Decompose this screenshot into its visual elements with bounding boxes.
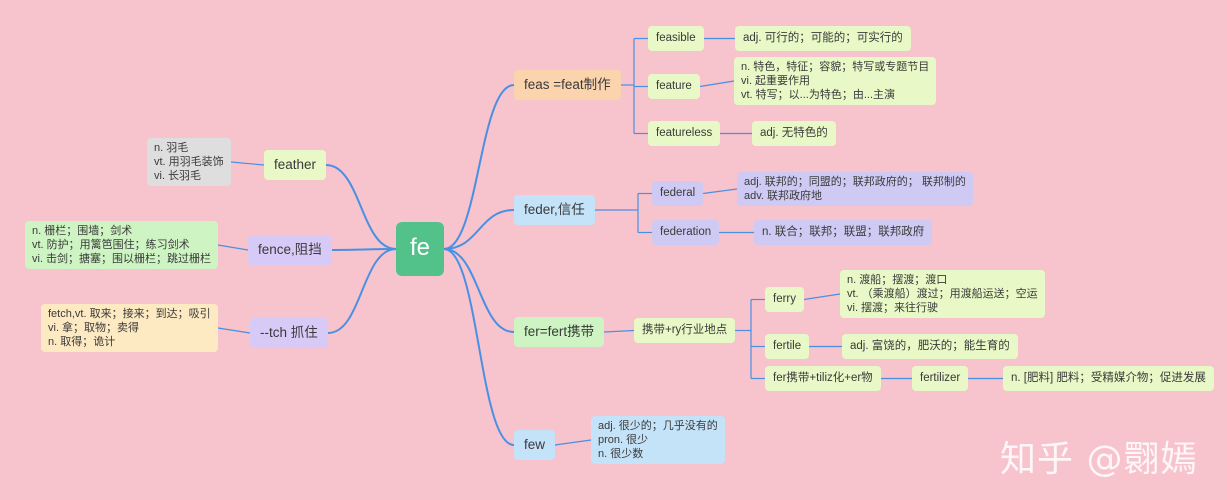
note-line: n. 取得；诡计 xyxy=(48,336,116,348)
note-featureless: adj. 无特色的 xyxy=(752,121,836,146)
connector-few xyxy=(443,248,515,446)
node-fertile[interactable]: fertile xyxy=(765,334,810,359)
note-line: n. 栅栏；围墙；剑术 xyxy=(32,225,133,237)
node-ry-place[interactable]: 携带+ry行业地点 xyxy=(634,318,736,343)
note-federal: adj. 联邦的；同盟的；联邦政府的； 联邦制的 adv. 联邦政府地 xyxy=(737,172,973,206)
connector-feature-note xyxy=(699,80,735,88)
note-line: vt. 特写；以...为特色；由...主演 xyxy=(741,89,896,101)
connector-ferry-note xyxy=(803,293,841,301)
center-node[interactable]: fe xyxy=(396,222,444,276)
note-line: fetch,vt. 取来；接来；到达；吸引 xyxy=(48,308,211,320)
note-fertilizer: n. [肥料] 肥料；受精媒介物；促进发展 xyxy=(1003,366,1214,391)
node-fertilizer[interactable]: fertilizer xyxy=(912,366,969,391)
node-ferry[interactable]: ferry xyxy=(765,287,804,312)
note-line: n. [肥料] 肥料；受精媒介物；促进发展 xyxy=(1011,372,1206,384)
note-tch: fetch,vt. 取来；接来；到达；吸引 vi. 拿；取物；卖得 n. 取得；… xyxy=(41,304,218,352)
connector-fer xyxy=(443,248,515,333)
note-fence: n. 栅栏；围墙；剑术 vt. 防护；用篱笆围住；练习剑术 vi. 击剑；搪塞；… xyxy=(25,221,219,269)
connector-fence-note xyxy=(217,244,249,251)
branch-fence[interactable]: fence,阻挡 xyxy=(248,235,332,265)
note-line: n. 联合；联邦；联盟；联邦政府 xyxy=(762,226,925,238)
note-line: pron. 很少 xyxy=(598,434,649,446)
note-ferry: n. 渡船；摆渡；渡口 vt. （乘渡船）渡过；用渡船运送；空运 vi. 摆渡；… xyxy=(840,270,1045,318)
note-line: adj. 联邦的；同盟的；联邦政府的； 联邦制的 xyxy=(744,176,966,188)
connector-fer-mid xyxy=(603,329,635,333)
node-fertiliz-compose[interactable]: fer携带+tiliz化+er物 xyxy=(765,366,881,391)
connector-few-note xyxy=(554,439,592,446)
note-line: vi. 摆渡；来往行驶 xyxy=(847,302,939,314)
node-feature[interactable]: feature xyxy=(648,74,700,99)
note-line: n. 特色，特征；容貌；特写或专题节目 xyxy=(741,61,930,73)
connector-fence xyxy=(331,248,397,251)
branch-feather[interactable]: feather xyxy=(264,150,327,180)
branch-few[interactable]: few xyxy=(514,430,556,460)
connector-tch xyxy=(327,248,397,334)
node-federation[interactable]: federation xyxy=(652,220,720,245)
note-line: n. 渡船；摆渡；渡口 xyxy=(847,274,948,286)
connector-feas xyxy=(443,84,515,250)
branch-fer[interactable]: fer=fert携带 xyxy=(514,317,605,347)
branch-feas[interactable]: feas =feat制作 xyxy=(514,70,621,100)
note-feasible: adj. 可行的；可能的；可实行的 xyxy=(735,26,911,51)
watermark: 知乎 @翾嫣 xyxy=(1000,439,1198,480)
note-line: adv. 联邦政府地 xyxy=(744,190,823,202)
connector-feder xyxy=(443,209,515,250)
note-line: vi. 长羽毛 xyxy=(154,170,202,182)
note-line: vi. 击剑；搪塞；围以栅栏；跳过栅栏 xyxy=(32,253,212,265)
note-line: n. 羽毛 xyxy=(154,142,189,154)
node-federal[interactable]: federal xyxy=(652,181,704,206)
node-featureless[interactable]: featureless xyxy=(648,121,721,146)
note-few: adj. 很少的；几乎没有的 pron. 很少 n. 很少数 xyxy=(591,416,725,464)
note-line: vi. 拿；取物；卖得 xyxy=(48,322,140,334)
connector-feather-note xyxy=(230,161,265,166)
node-feasible[interactable]: feasible xyxy=(648,26,704,51)
note-line: vt. 防护；用篱笆围住；练习剑术 xyxy=(32,239,190,251)
note-line: vt. 用羽毛装饰 xyxy=(154,156,224,168)
connector-federal-note xyxy=(702,188,738,195)
note-line: adj. 可行的；可能的；可实行的 xyxy=(743,32,903,44)
note-line: adj. 富饶的，肥沃的；能生育的 xyxy=(850,340,1010,352)
note-feather: n. 羽毛 vt. 用羽毛装饰 vi. 长羽毛 xyxy=(147,138,231,186)
connector-feather xyxy=(325,164,397,250)
connector-tch-note xyxy=(217,327,251,334)
note-federation: n. 联合；联邦；联盟；联邦政府 xyxy=(754,220,933,245)
branch-feder[interactable]: feder,信任 xyxy=(514,195,595,225)
branch-tch[interactable]: --tch 抓住 xyxy=(250,318,328,348)
note-line: vt. （乘渡船）渡过；用渡船运送；空运 xyxy=(847,288,1038,300)
note-line: adj. 无特色的 xyxy=(760,127,828,139)
note-line: adj. 很少的；几乎没有的 xyxy=(598,420,718,432)
note-line: n. 很少数 xyxy=(598,448,644,460)
note-fertile: adj. 富饶的，肥沃的；能生育的 xyxy=(842,334,1018,359)
note-feature: n. 特色，特征；容貌；特写或专题节目 vi. 起重要作用 vt. 特写；以..… xyxy=(734,57,937,105)
note-line: vi. 起重要作用 xyxy=(741,75,811,87)
